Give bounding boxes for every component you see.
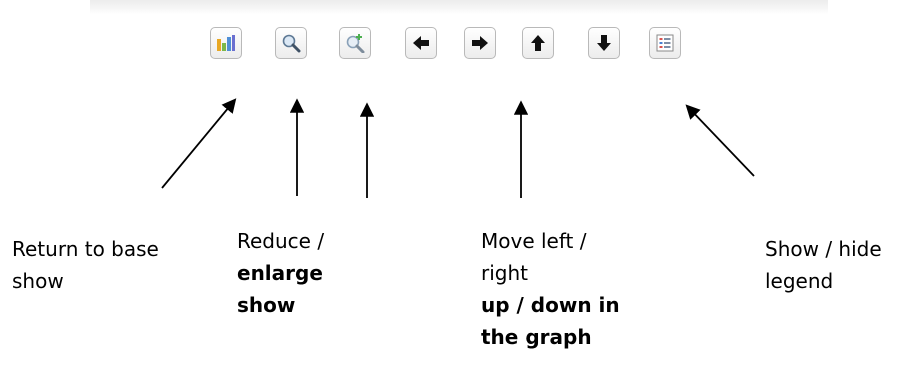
arrow-up-icon bbox=[530, 34, 546, 52]
legend-label-line1: Show / hide bbox=[765, 237, 882, 261]
return-label-line2: show bbox=[12, 269, 64, 293]
arrow-to-legend bbox=[685, 104, 755, 177]
legend-label: Show / hide legend bbox=[765, 233, 882, 297]
zoom-label-line2: enlarge bbox=[237, 261, 323, 285]
chart-icon bbox=[216, 34, 236, 52]
arrow-down-icon bbox=[596, 34, 612, 52]
legend-icon bbox=[656, 34, 674, 52]
move-label-line4: the graph bbox=[481, 325, 592, 349]
move-label-line1: Move left / bbox=[481, 229, 587, 253]
zoom-out-icon bbox=[281, 33, 301, 53]
zoom-in-icon bbox=[345, 33, 365, 53]
move-label-line2: right bbox=[481, 261, 528, 285]
reset-view-button[interactable] bbox=[210, 27, 242, 59]
graph-toolbar bbox=[0, 0, 909, 80]
zoom-label: Reduce / enlarge show bbox=[237, 225, 324, 321]
move-label: Move left / right up / down in the graph bbox=[481, 225, 620, 353]
move-up-button[interactable] bbox=[522, 27, 554, 59]
return-to-base-label: Return to base show bbox=[12, 233, 159, 297]
zoom-label-line1: Reduce / bbox=[237, 229, 325, 253]
arrow-to-reset-view bbox=[161, 98, 237, 189]
move-label-line3: up / down in bbox=[481, 293, 620, 317]
arrow-left-icon bbox=[412, 35, 430, 51]
zoom-out-button[interactable] bbox=[275, 27, 307, 59]
move-down-button[interactable] bbox=[588, 27, 620, 59]
zoom-in-button[interactable] bbox=[339, 27, 371, 59]
return-label-line1: Return to base bbox=[12, 237, 159, 261]
toggle-legend-button[interactable] bbox=[649, 27, 681, 59]
zoom-label-line3: show bbox=[237, 293, 296, 317]
legend-label-line2: legend bbox=[765, 269, 834, 293]
move-right-button[interactable] bbox=[464, 27, 496, 59]
arrow-right-icon bbox=[471, 35, 489, 51]
move-left-button[interactable] bbox=[405, 27, 437, 59]
toolbar-background bbox=[90, 0, 828, 14]
